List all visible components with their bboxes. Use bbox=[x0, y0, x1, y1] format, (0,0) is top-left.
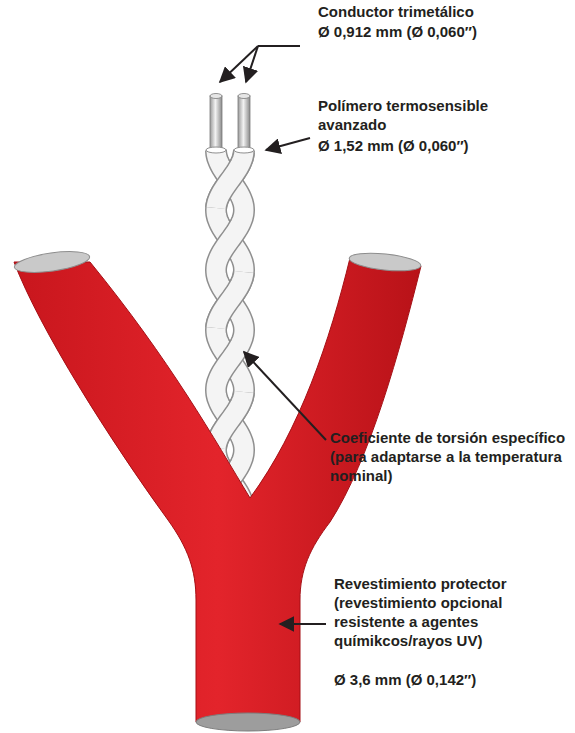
leader-arrow bbox=[246, 46, 258, 82]
leader-arrow bbox=[280, 623, 326, 625]
leader-arrow bbox=[220, 46, 258, 82]
dimension: Ø 1,52 mm (Ø 0,060″) bbox=[318, 136, 568, 155]
conductor-end bbox=[210, 94, 222, 99]
insulation-end bbox=[206, 147, 226, 153]
conductor-end bbox=[238, 94, 250, 99]
dimension: Ø 3,6 mm (Ø 0,142″) bbox=[334, 670, 570, 689]
part-name: Conductor trimetálico bbox=[318, 2, 568, 21]
part-name: Revestimiento protector (revestimiento o… bbox=[334, 574, 564, 650]
leader-line bbox=[258, 45, 300, 47]
part-name: Polímero termosensible avanzado bbox=[318, 96, 518, 134]
strand-insulation bbox=[216, 272, 244, 328]
leader-arrow bbox=[266, 138, 310, 150]
jacket-lining bbox=[348, 250, 421, 273]
jacket-lining bbox=[13, 248, 91, 276]
strand-outline bbox=[216, 392, 244, 448]
protective-jacket bbox=[14, 258, 421, 722]
strand-outline bbox=[216, 272, 244, 328]
jacket-end bbox=[196, 713, 300, 731]
strand-outline bbox=[216, 152, 244, 208]
part-name: Coeficiente de torsión específico (para … bbox=[330, 428, 570, 485]
leader-arrow bbox=[244, 352, 326, 440]
insulation-end bbox=[234, 147, 254, 153]
strand-insulation bbox=[216, 152, 244, 208]
strand-insulation bbox=[216, 392, 244, 448]
dimension: Ø 0,912 mm (Ø 0,060″) bbox=[318, 22, 568, 41]
